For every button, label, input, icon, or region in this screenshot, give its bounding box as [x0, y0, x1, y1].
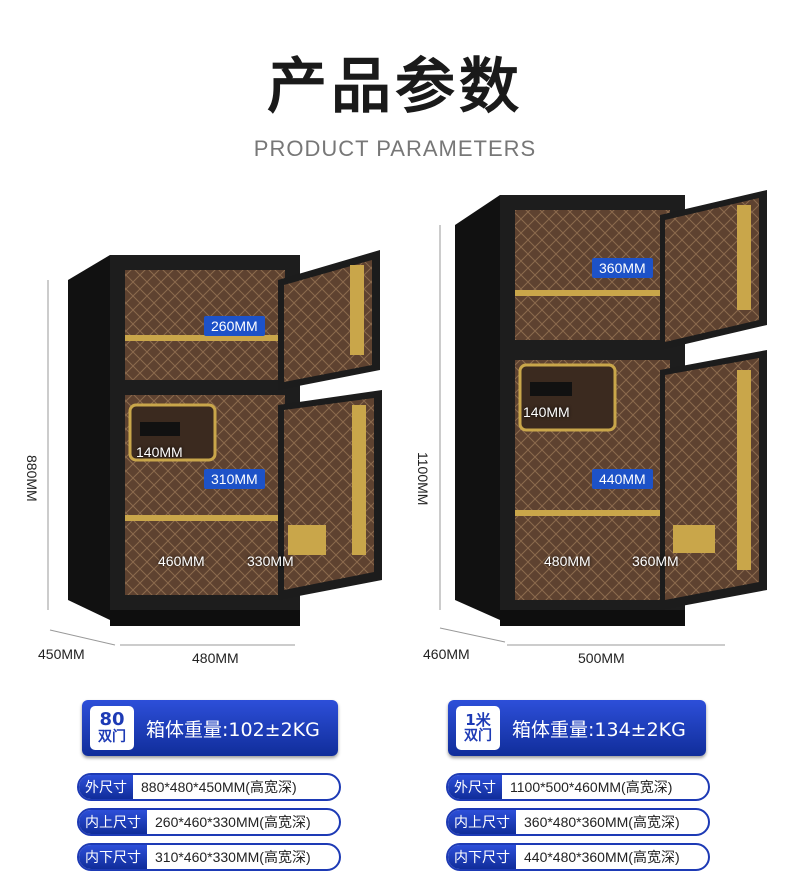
left-spec-value: 260*460*330MM(高宽深) [155, 814, 311, 830]
page-title: 产品参数 [267, 52, 523, 122]
right-spec-row: 内下尺寸 440*480*360MM(高宽深) [446, 843, 710, 871]
right-weight-text: 箱体重量:134±2KG [512, 718, 686, 741]
left-spec-key: 内上尺寸 [79, 810, 147, 834]
right-spec-value: 360*480*360MM(高宽深) [524, 814, 680, 830]
left-spec-key: 内下尺寸 [79, 845, 147, 869]
left-inner-depth-label: 330MM [247, 553, 294, 569]
left-spec-row: 外尺寸 880*480*450MM(高宽深) [77, 773, 341, 801]
right-spec-key: 内下尺寸 [448, 845, 516, 869]
left-height-label: 880MM [24, 455, 40, 502]
left-model-bottom: 双门 [98, 729, 126, 746]
right-model-box: 1米 双门 [456, 706, 500, 750]
right-model-top: 1米 [465, 710, 491, 729]
right-depth-label: 460MM [423, 646, 470, 662]
left-safe-image [47, 250, 382, 646]
right-upper-height-tag: 360MM [592, 258, 653, 278]
left-mid-height-tag: 310MM [204, 469, 265, 489]
right-model-bottom: 双门 [464, 727, 492, 744]
left-spec-value: 880*480*450MM(高宽深) [141, 779, 297, 795]
left-weight-badge: 80 双门 箱体重量:102±2KG [82, 700, 338, 756]
right-weight-badge: 1米 双门 箱体重量:134±2KG [448, 700, 706, 756]
right-spec-row: 内上尺寸 360*480*360MM(高宽深) [446, 808, 710, 836]
left-weight-text: 箱体重量:102±2KG [146, 718, 320, 741]
right-spec-key: 内上尺寸 [448, 810, 516, 834]
right-width-label: 500MM [578, 650, 625, 666]
right-spec-row: 外尺寸 1100*500*460MM(高宽深) [446, 773, 710, 801]
right-height-label: 1100MM [415, 452, 431, 506]
left-spec-row: 内下尺寸 310*460*330MM(高宽深) [77, 843, 341, 871]
left-depth-label: 450MM [38, 646, 85, 662]
right-inner-width-label: 480MM [544, 553, 591, 569]
right-product: 1100MM 460MM 500MM 360MM 440MM 140MM 480… [395, 170, 785, 695]
right-inner-depth-label: 360MM [632, 553, 679, 569]
right-spec-value: 1100*500*460MM(高宽深) [510, 779, 673, 795]
page-subtitle: PRODUCT PARAMETERS [253, 136, 537, 161]
left-spec-row: 内上尺寸 260*460*330MM(高宽深) [77, 808, 341, 836]
left-width-label: 480MM [192, 650, 239, 666]
left-upper-height-tag: 260MM [204, 316, 265, 336]
left-spec-key: 外尺寸 [79, 775, 133, 799]
left-spec-value: 310*460*330MM(高宽深) [155, 849, 311, 865]
left-model-top: 80 [99, 709, 125, 731]
right-spec-value: 440*480*360MM(高宽深) [524, 849, 680, 865]
right-spec-key: 外尺寸 [448, 775, 502, 799]
right-box-height-label: 140MM [523, 404, 570, 420]
left-box-height-label: 140MM [136, 444, 183, 460]
right-mid-height-tag: 440MM [592, 469, 653, 489]
left-inner-width-label: 460MM [158, 553, 205, 569]
right-safe-image [439, 190, 767, 646]
left-product: 880MM 450MM 480MM 260MM 310MM 140MM 460M… [0, 170, 390, 695]
left-model-box: 80 双门 [90, 706, 134, 750]
